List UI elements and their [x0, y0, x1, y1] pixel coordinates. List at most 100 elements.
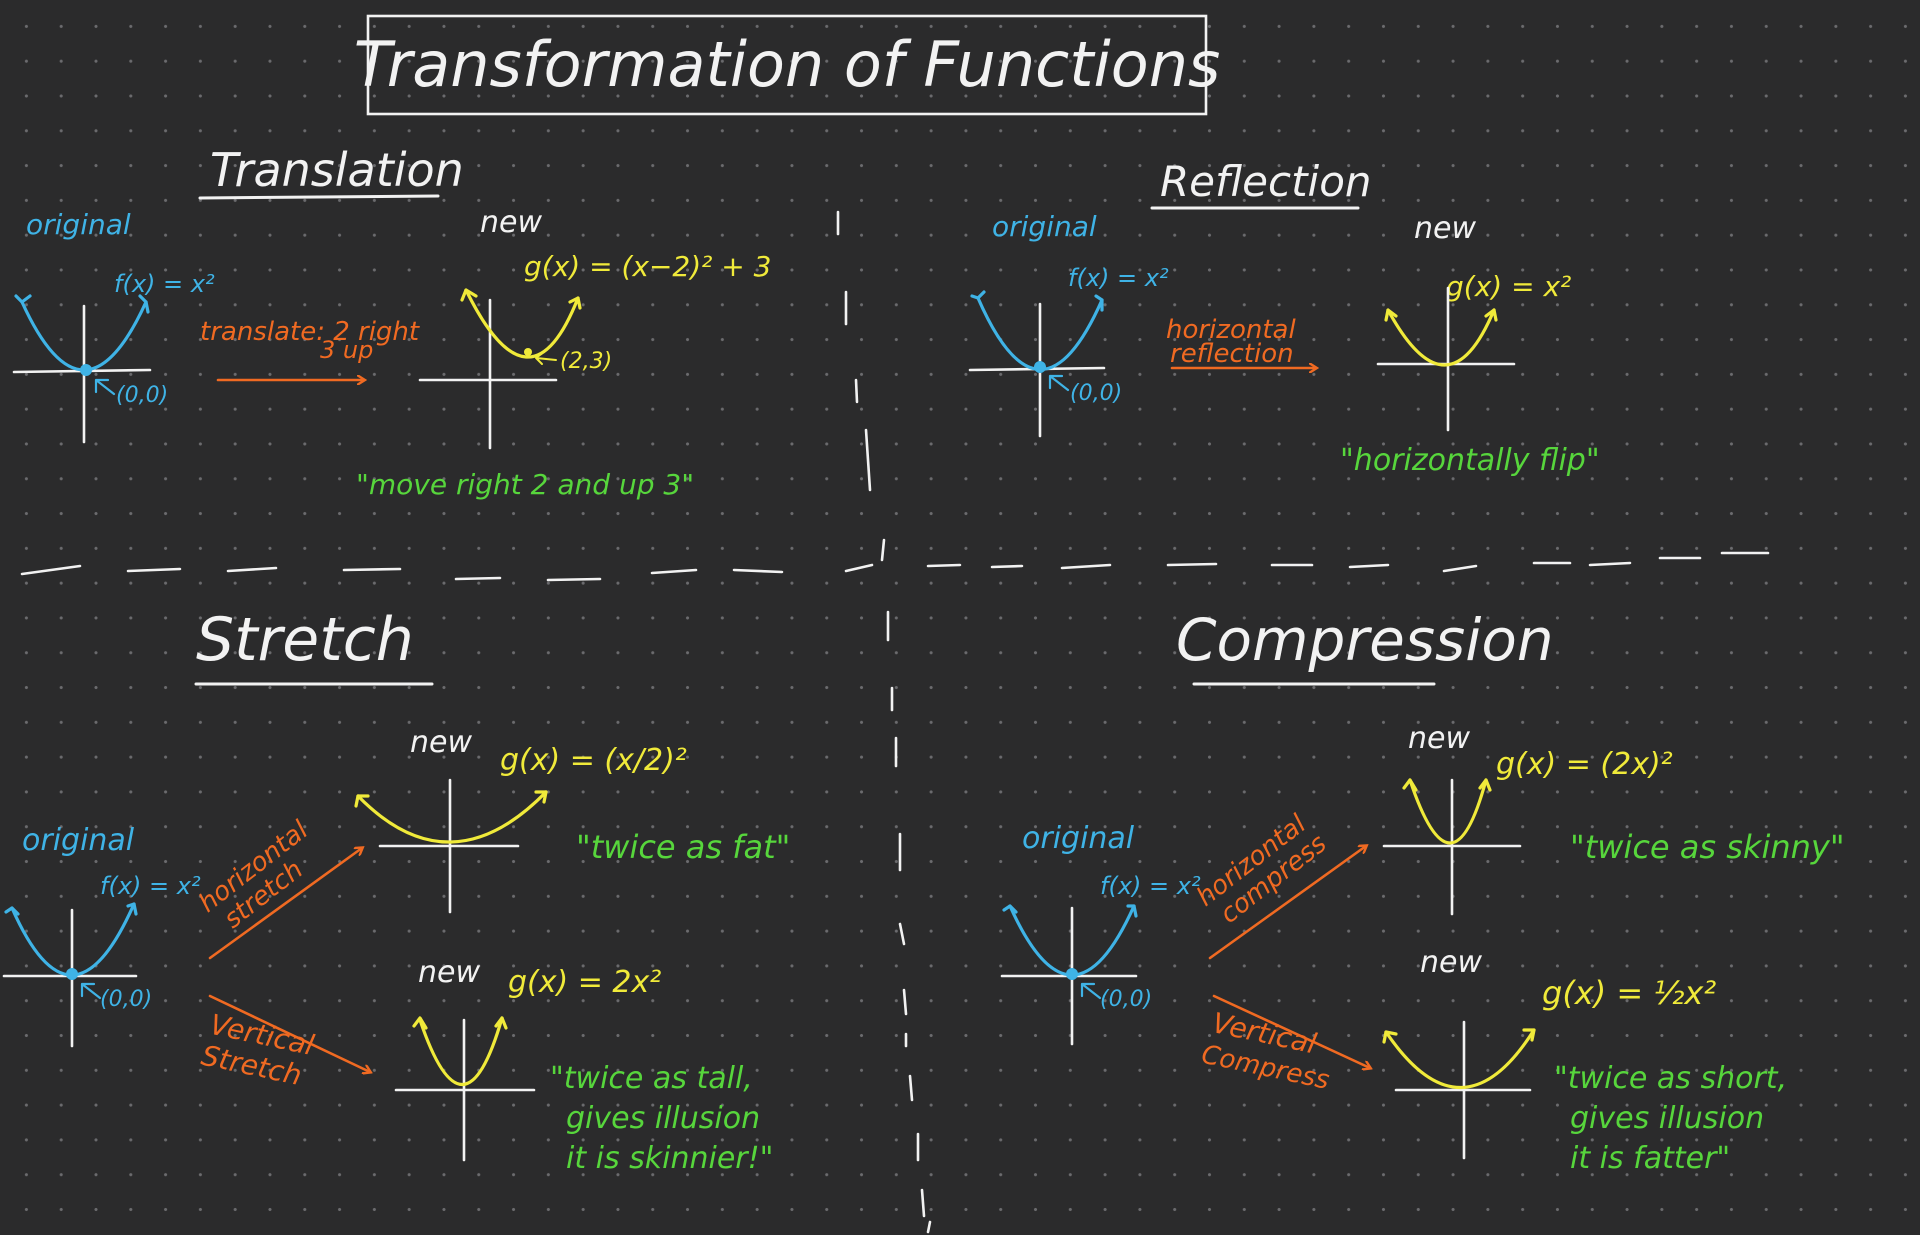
curve-arrowheads — [14, 294, 150, 314]
curve-arrowheads — [460, 288, 582, 310]
stretch-original-graph: (0,0) — [2, 902, 152, 1048]
stretch-v-quote-line1: "twice as tall, — [550, 1061, 753, 1096]
reflection-heading: Reflection — [1160, 157, 1372, 206]
translation-new-graph: (2,3) — [418, 288, 612, 450]
compression-v-quote-line2: gives illusion — [1570, 1101, 1764, 1136]
vertex-pointer — [1080, 982, 1102, 1000]
reflection-arrow-label-2: reflection — [1170, 339, 1294, 369]
parabola-curve — [418, 1016, 504, 1086]
stretch-h-new-label: new — [410, 725, 472, 760]
compression-h-arrow-label: horizontal compress — [1191, 809, 1332, 930]
compression-original-graph: (0,0) — [1000, 904, 1152, 1046]
vertex-pointer — [94, 378, 116, 396]
stretch-vertical-arrow — [208, 994, 370, 1072]
stretch-horizontal-arrow — [208, 848, 362, 960]
vertex-pointer — [80, 982, 102, 1000]
translation-heading: Translation — [210, 143, 464, 197]
title-box: Transformation of Functions — [354, 14, 1221, 116]
parabola-curve — [1384, 1028, 1536, 1090]
curve-arrowheads — [1384, 308, 1498, 322]
compression-v-new-label: new — [1420, 945, 1482, 980]
stretch-heading: Stretch — [196, 605, 414, 675]
compression-original-equation: f(x) = x² — [1100, 872, 1201, 900]
compression-v-quote-line3: it is fatter" — [1570, 1141, 1730, 1176]
compression-original-label: original — [1022, 821, 1135, 856]
compression-v-new-graph — [1382, 1020, 1536, 1160]
curve-arrowheads — [412, 1016, 508, 1030]
vertex-pointer — [535, 351, 557, 365]
stretch-v-arrow-label: Vertical Stretch — [198, 1008, 317, 1092]
vertex-dot — [1034, 361, 1046, 373]
translation-underline — [198, 194, 440, 200]
translation-original-equation: f(x) = x² — [114, 270, 215, 298]
translation-new-label: new — [480, 205, 542, 240]
translation-original-label: original — [26, 208, 131, 241]
translation-new-equation: g(x) = (x−2)² + 3 — [524, 250, 771, 283]
curve-arrowheads — [1402, 778, 1492, 792]
vertex-pointer — [1048, 374, 1070, 392]
vertex-label: (0,0) — [116, 383, 168, 408]
reflection-original-label: original — [992, 210, 1097, 243]
axes — [418, 298, 558, 450]
translation-section: Translation original f(x) = x² (0,0) tra… — [12, 143, 771, 501]
stretch-h-quote: "twice as fat" — [576, 828, 790, 866]
translation-original-graph: (0,0) — [12, 294, 168, 444]
vertex-dot — [80, 364, 92, 376]
vertex-dot — [66, 968, 78, 980]
vertex-label: (0,0) — [1100, 987, 1152, 1012]
translation-quote: "move right 2 and up 3" — [356, 468, 694, 501]
stretch-original-label: original — [22, 823, 135, 858]
reflection-new-equation: g(x) = x² — [1446, 270, 1571, 303]
reflection-original-graph: (0,0) — [968, 290, 1122, 438]
compression-h-new-equation: g(x) = (2x)² — [1496, 747, 1673, 782]
compression-vertical-arrow — [1212, 994, 1370, 1068]
vertex-label: (0,0) — [100, 987, 152, 1012]
compression-v-arrow-label: Vertical Compress — [1199, 1006, 1332, 1096]
curve-arrowheads — [970, 290, 1104, 312]
stretch-h-arrow-label: horizontal stretch — [193, 815, 314, 935]
stretch-v-new-graph — [394, 1016, 536, 1162]
stretch-v-quote-line3: it is skinnier!" — [566, 1141, 773, 1176]
vertex-label: (0,0) — [1070, 381, 1122, 406]
parabola-curve — [464, 288, 580, 359]
title-frame — [366, 14, 1208, 116]
parabola-curve — [1386, 308, 1496, 367]
compression-horizontal-arrow — [1208, 846, 1366, 960]
curve-arrowheads — [4, 902, 138, 916]
stretch-v-quote-line2: gives illusion — [566, 1101, 760, 1136]
reflection-original-equation: f(x) = x² — [1068, 264, 1169, 292]
translation-arrow-label-1: translate: 2 right — [200, 317, 420, 347]
vertex-dot — [1066, 968, 1078, 980]
stretch-h-new-equation: g(x) = (x/2)² — [500, 743, 687, 778]
page-title: Transformation of Functions — [354, 28, 1221, 101]
vertex-dot — [524, 348, 532, 356]
reflection-section: Reflection original f(x) = x² (0,0) hori… — [968, 157, 1600, 478]
curve-arrowheads — [1002, 904, 1138, 918]
stretch-v-new-equation: g(x) = 2x² — [508, 965, 661, 1000]
reflection-new-graph — [1376, 286, 1516, 432]
curve-arrowheads — [1382, 1028, 1536, 1044]
translation-arrow-label-2: 3 up — [320, 336, 373, 364]
stretch-section: Stretch original f(x) = x² (0,0) horizon… — [2, 605, 790, 1176]
compression-v-new-equation: g(x) = ½x² — [1542, 974, 1716, 1012]
reflection-new-label: new — [1414, 211, 1476, 246]
compression-heading: Compression — [1176, 606, 1554, 674]
parabola-curve — [1408, 778, 1488, 845]
compression-section: Compression original f(x) = x² (0,0) hor… — [1000, 606, 1845, 1176]
horizontal-divider — [20, 551, 1770, 582]
compression-h-quote: "twice as skinny" — [1570, 828, 1845, 866]
axes — [394, 1018, 536, 1162]
reflection-quote: "horizontally flip" — [1340, 443, 1600, 478]
stretch-original-equation: f(x) = x² — [100, 872, 201, 900]
compression-h-new-graph — [1382, 778, 1522, 916]
quadrant-dividers — [20, 210, 1770, 1234]
parabola-curve — [356, 790, 548, 844]
axes — [1382, 778, 1522, 916]
curve-arrowheads — [354, 790, 548, 808]
vertex-label: (2,3) — [560, 349, 612, 374]
stretch-h-new-graph — [354, 778, 548, 914]
compression-v-quote-line1: "twice as short, — [1554, 1061, 1787, 1096]
stretch-v-new-label: new — [418, 955, 480, 990]
vertical-divider — [836, 210, 932, 1234]
